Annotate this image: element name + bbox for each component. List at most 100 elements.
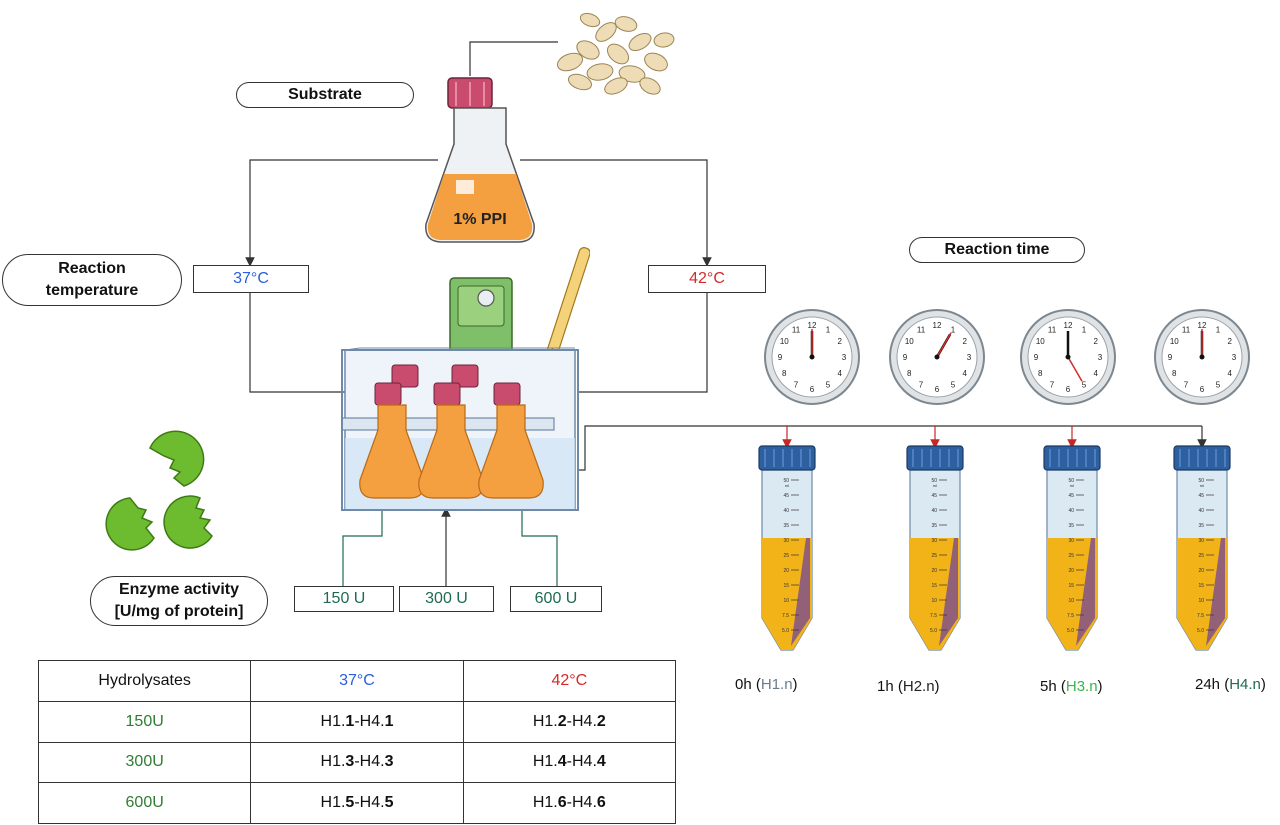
tube-scale-tick: 40 (1198, 508, 1204, 514)
clock-numeral: 8 (1038, 369, 1043, 378)
clock-numeral: 5 (951, 381, 956, 390)
tube-scale-tick: 5.0 (1197, 628, 1204, 634)
clock-numeral: 1 (1216, 325, 1221, 334)
tube-scale-tick: 20 (783, 568, 789, 574)
clock-numeral: 12 (1064, 321, 1073, 330)
clock-numeral: 4 (1093, 369, 1098, 378)
tube-scale-tick: 25 (1068, 553, 1074, 559)
clock-numeral: 6 (1200, 385, 1205, 394)
clock-numeral: 4 (962, 369, 967, 378)
table-cell: H1.3-H4.3 (250, 741, 464, 784)
temperature-37-box: 37°C (193, 265, 309, 293)
table-row: 150U H1.1-H4.1 H1.2-H4.2 (37, 700, 677, 743)
tube-scale-tick: 45 (783, 493, 789, 499)
clock-numeral: 1 (826, 325, 831, 334)
clock-numeral: 9 (778, 353, 783, 362)
tube-scale-tick: 15 (1068, 583, 1074, 589)
table-row: 300U H1.3-H4.3 H1.4-H4.4 (37, 741, 677, 784)
table-row: 600U H1.5-H4.5 H1.6-H4.6 (37, 782, 677, 824)
clock-numeral: 12 (1198, 321, 1207, 330)
flask-label: 1% PPI (453, 211, 506, 228)
tube-scale-tick: 10 (1068, 598, 1074, 604)
tube-scale-tick: 10 (931, 598, 937, 604)
clock-numeral: 9 (1034, 353, 1039, 362)
enzyme-unit-600-box: 600 U (510, 586, 602, 612)
time-label-1h: 1h (H2.n) (877, 678, 940, 695)
tube-unit: ml (933, 483, 937, 488)
tube-unit: ml (785, 483, 789, 488)
clock-numeral: 10 (1170, 337, 1179, 346)
clock-numeral: 8 (907, 369, 912, 378)
tube-scale-tick: 40 (1068, 508, 1074, 514)
tube-scale-tick: 50 (1198, 478, 1204, 484)
clock-numeral: 3 (1098, 353, 1103, 362)
clock-numeral: 5 (1082, 381, 1087, 390)
tube-scale-tick: 45 (931, 493, 937, 499)
tube-scale-tick: 20 (1068, 568, 1074, 574)
table-cell: H1.2-H4.2 (462, 700, 677, 743)
tube-scale-tick: 40 (783, 508, 789, 514)
tube-scale-tick: 25 (1198, 553, 1204, 559)
tube-scale-tick: 40 (931, 508, 937, 514)
substrate-pill: Substrate (236, 82, 414, 108)
enzyme-illustration (105, 430, 213, 551)
reaction-time-label: Reaction time (944, 241, 1050, 258)
table-cell: H1.1-H4.1 (250, 700, 464, 743)
tube-scale-tick: 5.0 (1067, 628, 1074, 634)
clock-numeral: 7 (1184, 381, 1189, 390)
tube-scale-tick: 30 (1068, 538, 1074, 544)
enzyme-unit-150-box: 150 U (294, 586, 394, 612)
water-bath-illustration (341, 247, 590, 511)
time-label-24h: 24h (H4.n) (1195, 676, 1266, 693)
tube-scale-tick: 50 (783, 478, 789, 484)
tube-scale-tick: 30 (931, 538, 937, 544)
clock-numeral: 7 (919, 381, 924, 390)
clock-numeral: 12 (933, 321, 942, 330)
table-header-row: Hydrolysates 37°C 42°C (37, 660, 677, 702)
temperature-42-label: 42°C (689, 270, 725, 287)
table-cell: H1.6-H4.6 (462, 782, 677, 824)
tube-scale-tick: 20 (1198, 568, 1204, 574)
substrate-flask: 1% PPI (425, 77, 535, 243)
clock-numeral: 8 (782, 369, 787, 378)
clock-numeral: 12 (808, 321, 817, 330)
enzyme-activity-label: Enzyme activity [U/mg of protein] (114, 581, 244, 620)
clock-numeral: 11 (1048, 325, 1057, 334)
clock-numeral: 1 (1082, 325, 1087, 334)
reaction-temperature-label: Reaction temperature (45, 260, 139, 299)
table-header-42c: 42°C (462, 660, 677, 702)
tube-scale-tick: 7.5 (930, 613, 937, 619)
enzyme-unit-150-label: 150 U (322, 590, 366, 607)
clock-numeral: 11 (917, 325, 926, 334)
tube-scale-tick: 50 (1068, 478, 1074, 484)
table-header-37c: 37°C (250, 660, 464, 702)
clock-numeral: 3 (1232, 353, 1237, 362)
enzyme-unit-300-box: 300 U (399, 586, 494, 612)
clock-numeral: 6 (1066, 385, 1071, 394)
tube-scale-tick: 15 (783, 583, 789, 589)
time-label-5h: 5h (H3.n) (1040, 678, 1103, 695)
table-row-label: 600U (37, 782, 252, 824)
table-row-label: 150U (37, 700, 252, 743)
tube-scale-tick: 7.5 (782, 613, 789, 619)
clock-numeral: 9 (903, 353, 908, 362)
clock-numeral: 1 (951, 325, 956, 334)
tube-scale-tick: 10 (1198, 598, 1204, 604)
substrate-label: Substrate (288, 86, 362, 103)
tube-unit: ml (1070, 483, 1074, 488)
tube-unit: ml (1200, 483, 1204, 488)
reaction-time-pill: Reaction time (909, 237, 1085, 263)
clock-numeral: 7 (794, 381, 799, 390)
clock-numeral: 5 (826, 381, 831, 390)
temperature-37-label: 37°C (233, 270, 269, 287)
clock-numeral: 11 (1182, 325, 1191, 334)
clock-numeral: 10 (780, 337, 789, 346)
